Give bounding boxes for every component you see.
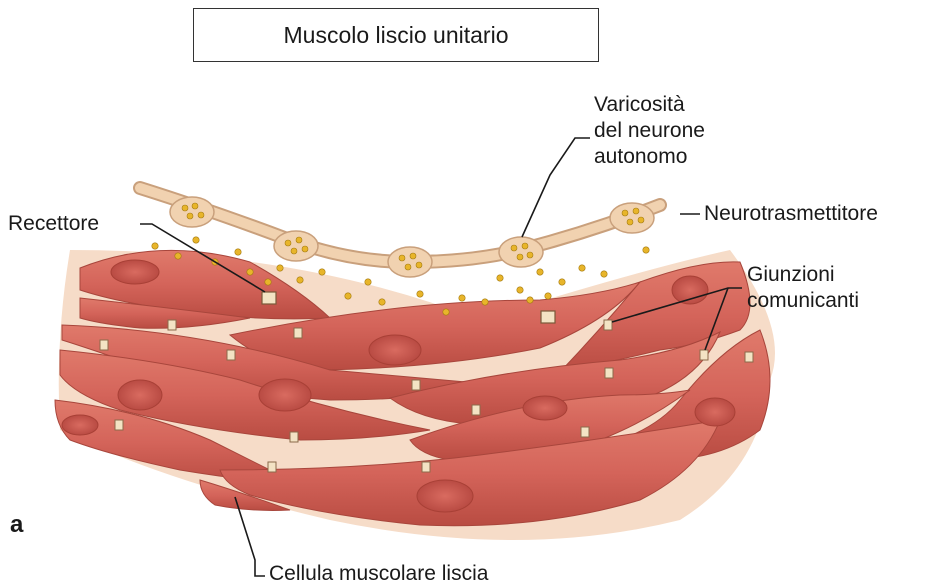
varicosity — [274, 231, 318, 261]
gap-junction — [168, 320, 176, 330]
varicosity — [610, 203, 654, 233]
gap-junction — [290, 432, 298, 442]
nucleus — [523, 396, 567, 420]
receptor — [541, 311, 555, 323]
gap-junctions-label: Giunzioni comunicanti — [747, 262, 859, 314]
gap-junction — [472, 405, 480, 415]
gap-junction — [700, 350, 708, 360]
nucleus — [62, 415, 98, 435]
receptor-label: Recettore — [8, 211, 99, 237]
gap-junction — [115, 420, 123, 430]
varicosity-label: Varicosità del neurone autonomo — [594, 92, 705, 170]
varicosity — [170, 197, 214, 227]
nucleus — [111, 260, 159, 284]
varicosity — [388, 247, 432, 277]
gap-junction — [745, 352, 753, 362]
gap-junction — [581, 427, 589, 437]
nucleus — [417, 480, 473, 512]
gap-junction — [412, 380, 420, 390]
neurotransmitter-label: Neurotrasmettitore — [704, 201, 878, 227]
smooth-muscle-cell-label: Cellula muscolare liscia — [269, 561, 488, 587]
nucleus — [695, 398, 735, 426]
gap-junction — [605, 368, 613, 378]
nucleus — [369, 335, 421, 365]
varicosity — [499, 237, 543, 267]
gap-junction — [100, 340, 108, 350]
nucleus — [259, 379, 311, 411]
gap-junction — [227, 350, 235, 360]
gap-junction — [604, 320, 612, 330]
nucleus — [118, 380, 162, 410]
diagram-title: Muscolo liscio unitario — [193, 8, 599, 62]
gap-junction — [422, 462, 430, 472]
panel-letter: a — [10, 512, 23, 538]
gap-junction — [268, 462, 276, 472]
gap-junction — [294, 328, 302, 338]
receptor — [262, 292, 276, 304]
varicosity-leader — [522, 138, 590, 237]
